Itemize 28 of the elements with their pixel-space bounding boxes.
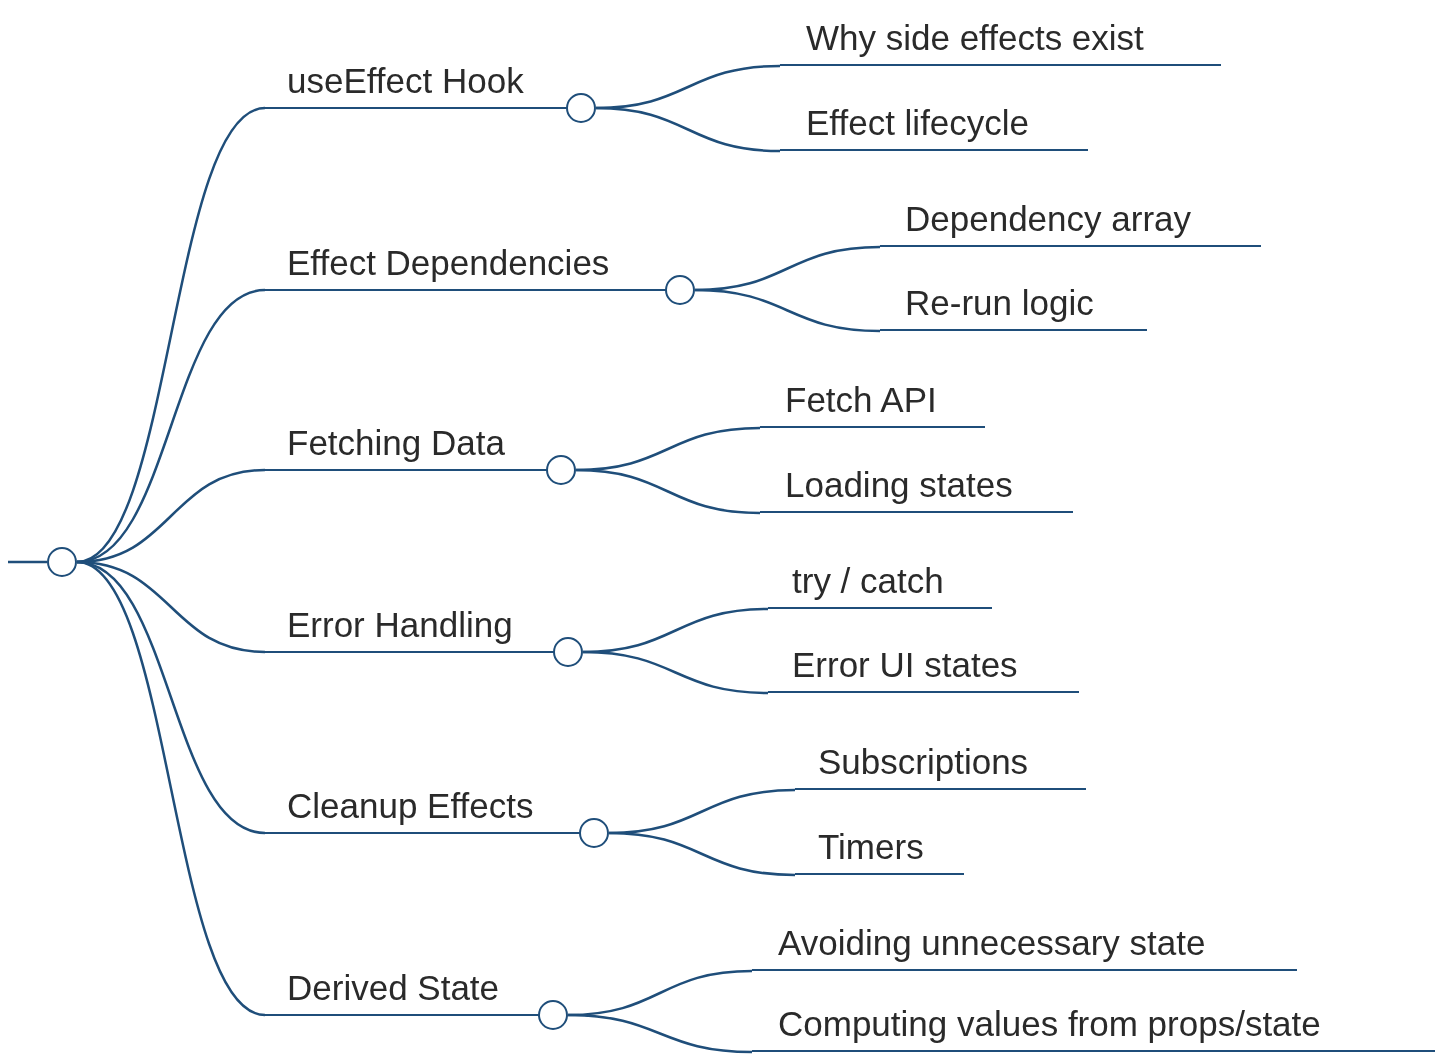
connector-line (76, 560, 266, 1017)
subtopic-label: Timers (818, 827, 924, 867)
topic-label: Derived State (287, 968, 500, 1008)
connector-line (582, 650, 769, 695)
subtopic-label: Re-run logic (905, 283, 1094, 323)
connector-line (567, 1013, 753, 1054)
subtopic-label: try / catch (792, 561, 944, 601)
root-circle (47, 547, 77, 577)
subtopic-label: Loading states (785, 465, 1013, 505)
connector-line (575, 468, 761, 515)
topic-label: Fetching Data (287, 423, 505, 463)
topic-label: Error Handling (287, 605, 513, 645)
subtopic-label: Dependency array (905, 199, 1191, 239)
subtopic-label: Error UI states (792, 645, 1018, 685)
topic-label: Cleanup Effects (287, 786, 534, 826)
connector-line (694, 288, 881, 333)
connector-line (608, 831, 796, 877)
subtopic-label: Fetch API (785, 380, 937, 420)
connector-line (76, 106, 266, 564)
connector-line (8, 560, 47, 564)
connector-line (595, 106, 781, 153)
subtopic-label: Avoiding unnecessary state (778, 923, 1206, 963)
subtopic-label: Computing values from props/state (778, 1004, 1321, 1044)
subtopic-label: Subscriptions (818, 742, 1029, 782)
topic-label: Effect Dependencies (287, 243, 610, 283)
subtopic-label: Effect lifecycle (806, 103, 1030, 143)
subtopic-label: Why side effects exist (806, 18, 1144, 58)
topic-label: useEffect Hook (287, 61, 524, 101)
